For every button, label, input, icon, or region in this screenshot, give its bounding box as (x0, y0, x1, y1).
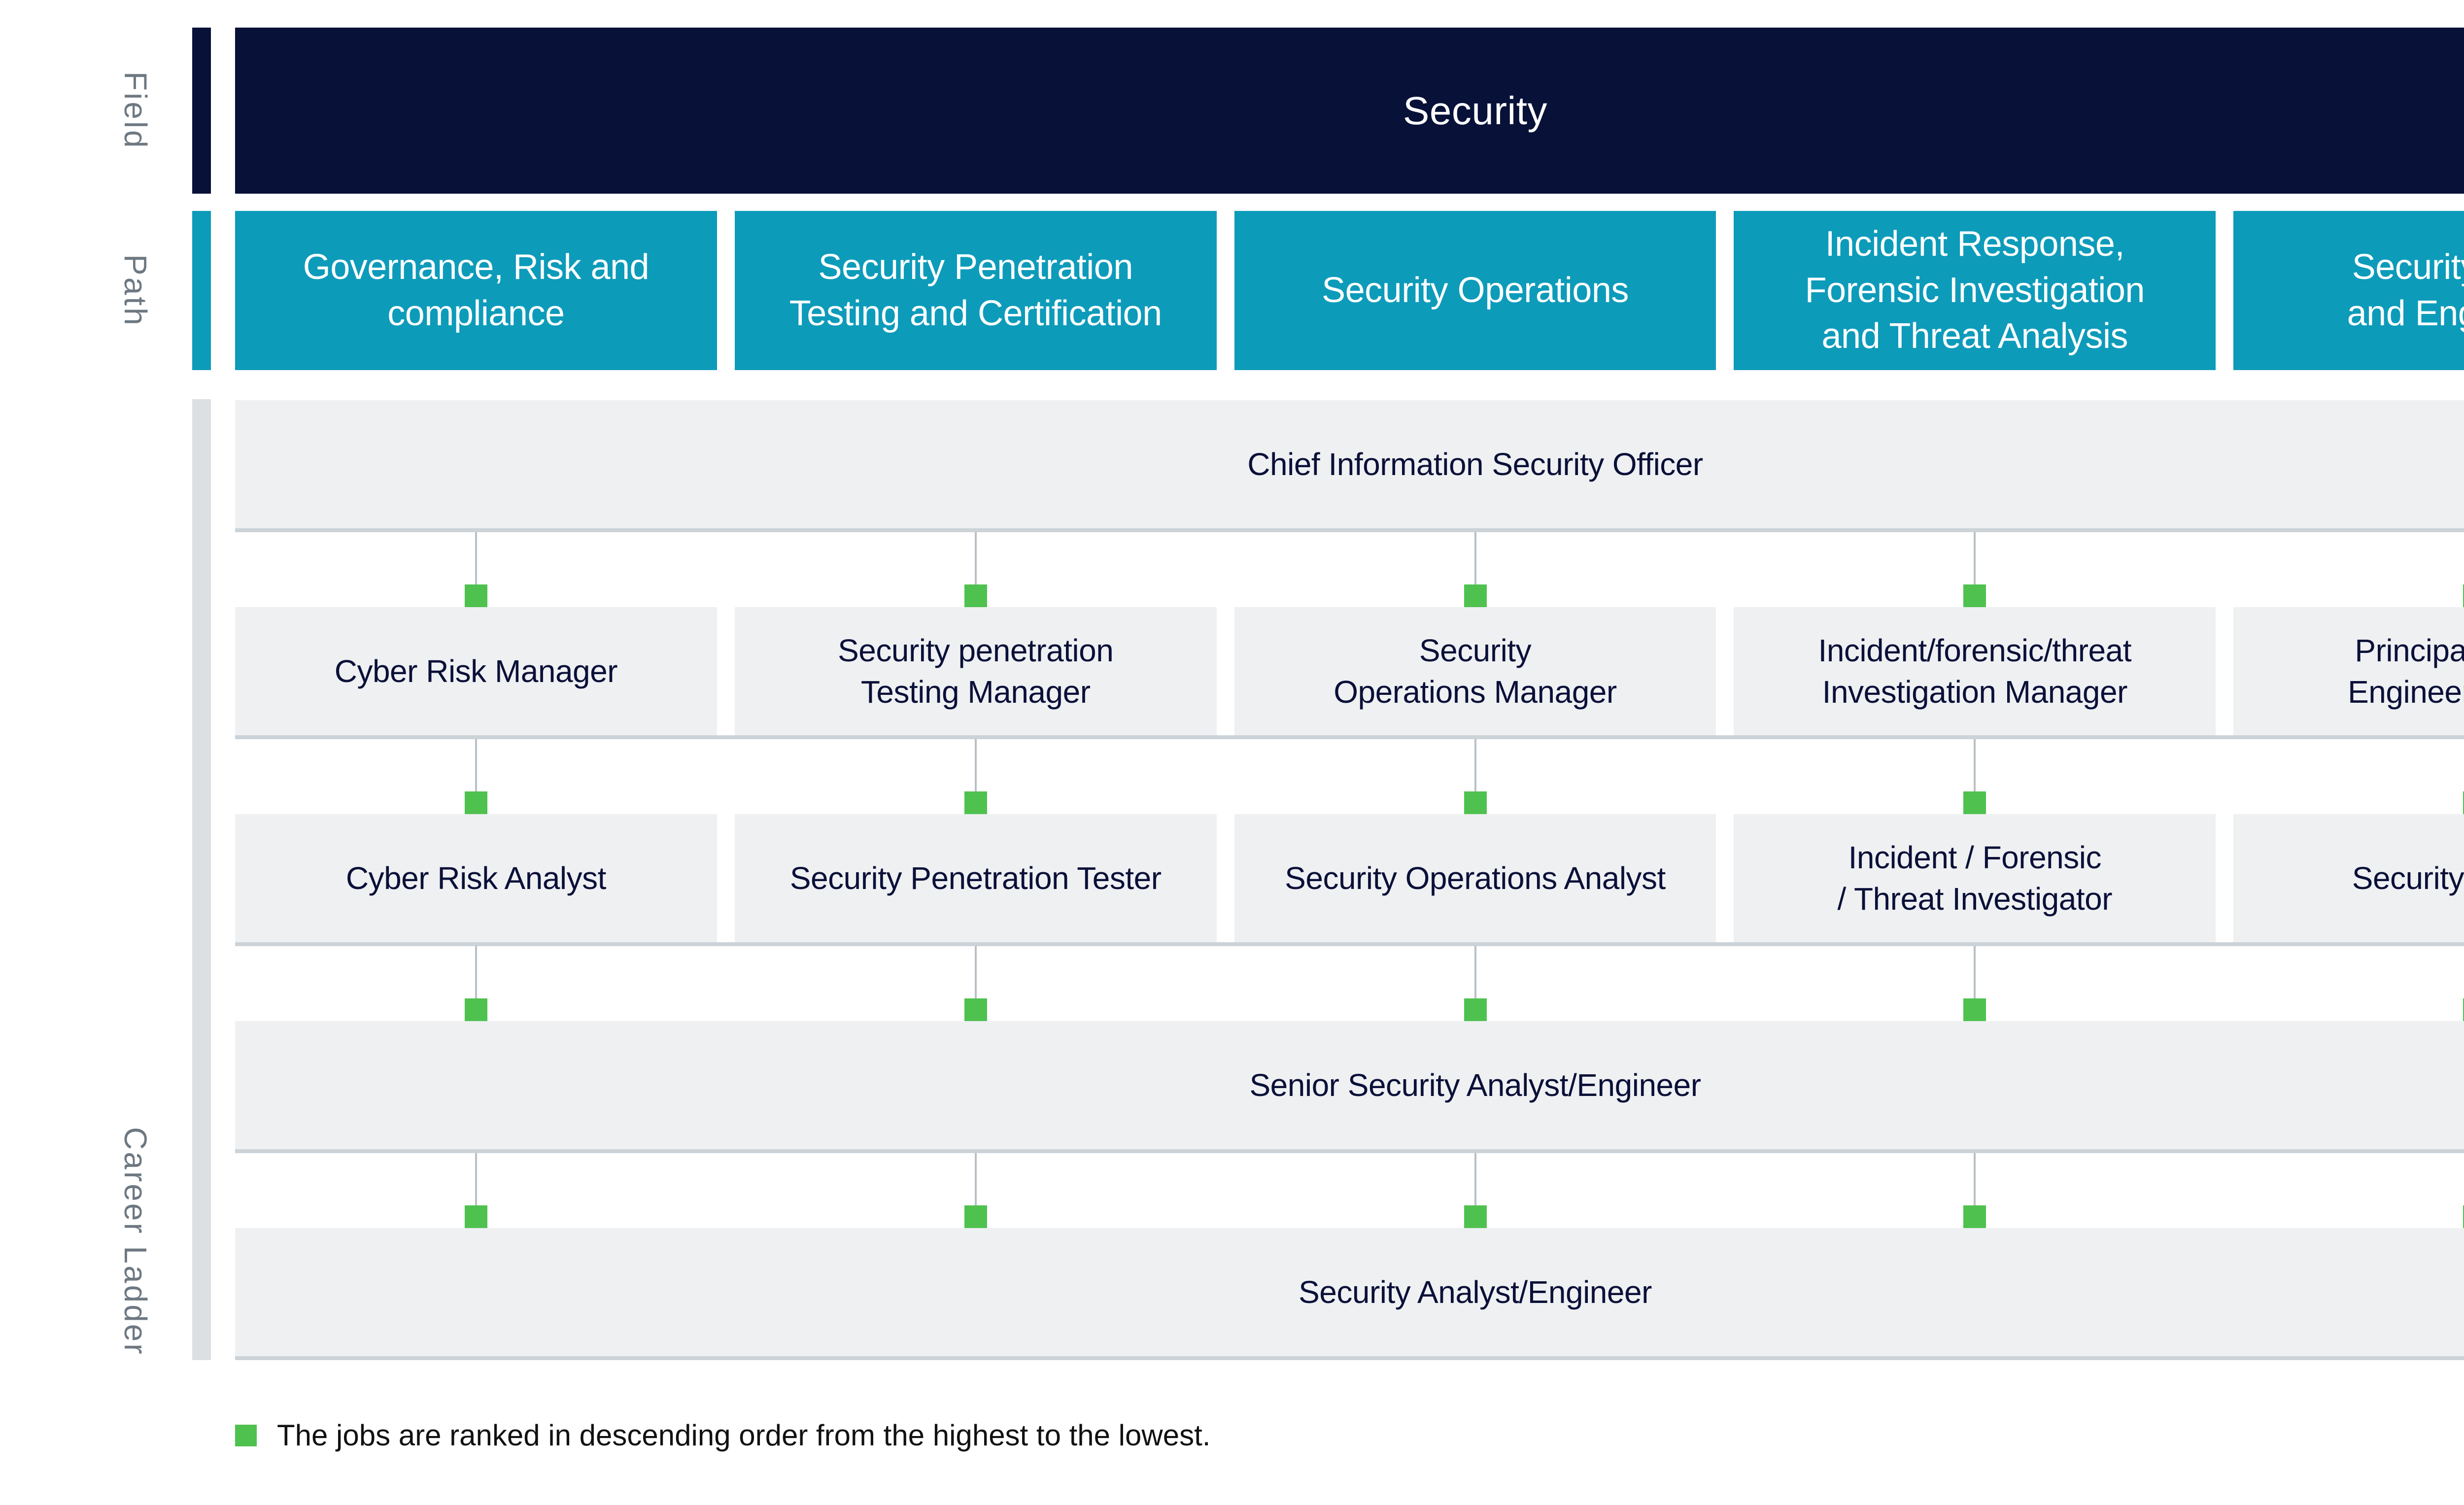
path-box-security-design-engineering: Security Design and Engineering (2233, 211, 2464, 370)
ladder-cell-investigation-manager: Incident/forensic/threat Investigation M… (1734, 607, 2216, 735)
rank-marker-icon (1464, 998, 1487, 1021)
rank-marker-icon (1963, 1205, 1986, 1228)
ladder-row-senior-text: Senior Security Analyst/Engineer (1249, 1067, 1701, 1103)
connector-line (1974, 739, 1976, 791)
ladder-row-analysts: Cyber Risk Analyst Security Penetration … (235, 814, 2464, 946)
connector-line (974, 739, 977, 791)
career-ladder-area: Chief Information Security Officer Cyber… (235, 399, 2464, 1360)
rank-marker-icon (1963, 998, 1986, 1021)
rank-marker-icon (1963, 584, 1986, 607)
rank-marker-icon (2463, 791, 2464, 814)
connector-line (475, 946, 477, 998)
ladder-cell-text: Principal Security Engineer/Architect (2348, 632, 2464, 710)
rank-marker-icon (464, 584, 487, 607)
rank-marker-icon (464, 791, 487, 814)
security-field-title: Security (1403, 88, 1547, 133)
rank-marker-icon (2463, 584, 2464, 607)
ladder-cell-text: Security Penetration Tester (789, 860, 1162, 896)
ladder-cell-security-operations-manager: Security Operations Manager (1234, 607, 1716, 735)
connector-line (1474, 532, 1476, 584)
legend-green-square-icon (235, 1424, 257, 1446)
career-ladder-label-text: Career Ladder (118, 1127, 153, 1356)
ladder-row-managers: Cyber Risk Manager Security penetration … (235, 607, 2464, 739)
connector-line (1974, 532, 1976, 584)
rank-marker-icon (464, 998, 487, 1021)
ladder-row-senior-analyst-engineer: Senior Security Analyst/Engineer (235, 1021, 2464, 1153)
path-box-penetration-testing-certification: Security Penetration Testing and Certifi… (734, 211, 1217, 370)
ladder-cell-cyber-risk-manager: Cyber Risk Manager (235, 607, 717, 735)
rank-marker-icon (964, 791, 987, 814)
rank-marker-icon (1963, 791, 1986, 814)
connector-line (1474, 739, 1476, 791)
path-label: Path (111, 211, 160, 370)
ladder-cell-text: Incident/forensic/threat Investigation M… (1818, 632, 2132, 710)
ladder-cell-threat-investigator: Incident / Forensic / Threat Investigato… (1734, 814, 2216, 942)
field-rail-bar (192, 28, 211, 194)
connector-line (475, 739, 477, 791)
ladder-row-ciso-text: Chief Information Security Officer (1247, 446, 1703, 482)
rank-marker-icon (2463, 998, 2464, 1021)
ladder-cell-text: Incident / Forensic / Threat Investigato… (1837, 839, 2113, 917)
connector-line (1974, 946, 1976, 998)
connector-line (974, 946, 977, 998)
rank-marker-icon (964, 998, 987, 1021)
field-label: Field (111, 28, 160, 194)
ladder-cell-pen-testing-manager: Security penetration Testing Manager (734, 607, 1217, 735)
field-label-text: Field (118, 71, 153, 150)
ladder-cell-text: Security Operations Manager (1334, 632, 1617, 710)
ladder-cell-text: Cyber Risk Manager (334, 653, 618, 689)
path-rail-bar (192, 211, 211, 370)
career-ladder-label: Career Ladder (111, 399, 160, 1360)
legend: The jobs are ranked in descending order … (235, 1418, 2464, 1452)
rank-marker-icon (964, 1205, 987, 1228)
ladder-cell-principal-security-engineer: Principal Security Engineer/Architect (2233, 607, 2464, 735)
connector-line (974, 532, 977, 584)
path-row: Governance, Risk and compliance Security… (235, 211, 2464, 370)
ladder-cell-text: Security Engineer (2352, 860, 2464, 896)
connector-line (1474, 1153, 1476, 1205)
ladder-cell-text: Cyber Risk Analyst (345, 860, 607, 896)
ladder-row-analyst-engineer-text: Security Analyst/Engineer (1299, 1274, 1652, 1310)
path-box-security-operations: Security Operations (1234, 211, 1716, 370)
rank-marker-icon (1464, 1205, 1487, 1228)
path-box-incident-response-forensics: Incident Response, Forensic Investigatio… (1734, 211, 2216, 370)
rank-marker-icon (964, 584, 987, 607)
rank-marker-icon (2463, 1205, 2464, 1228)
ladder-cell-security-engineer: Security Engineer (2233, 814, 2464, 942)
connector-line (1974, 1153, 1976, 1205)
ladder-row-analyst-engineer: Security Analyst/Engineer (235, 1228, 2464, 1360)
path-box-governance-risk-compliance: Governance, Risk and compliance (235, 211, 717, 370)
path-label-text: Path (118, 254, 153, 327)
connector-line (475, 1153, 477, 1205)
rank-marker-icon (464, 1205, 487, 1228)
connector-line (1474, 946, 1476, 998)
ladder-cell-text: Security penetration Testing Manager (838, 632, 1114, 710)
rank-marker-icon (1464, 791, 1487, 814)
ladder-cell-security-operations-analyst: Security Operations Analyst (1234, 814, 1716, 942)
ladder-cell-penetration-tester: Security Penetration Tester (734, 814, 1217, 942)
ladder-cell-cyber-risk-analyst: Cyber Risk Analyst (235, 814, 717, 942)
career-ladder-rail-bar (192, 399, 211, 1360)
security-field-bar: Security (235, 28, 2464, 194)
connector-line (974, 1153, 977, 1205)
connector-line (475, 532, 477, 584)
ladder-row-ciso: Chief Information Security Officer (235, 400, 2464, 532)
legend-text: The jobs are ranked in descending order … (277, 1419, 1211, 1452)
rank-marker-icon (1464, 584, 1487, 607)
ladder-cell-text: Security Operations Analyst (1285, 860, 1666, 896)
